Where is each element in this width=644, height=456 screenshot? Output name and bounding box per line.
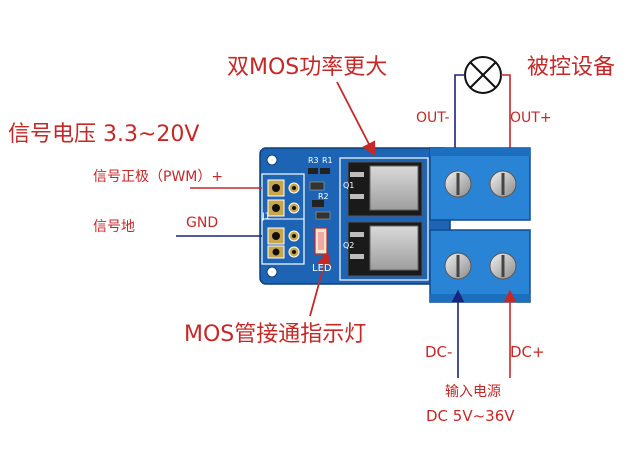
dc-plus-label: DC+	[510, 343, 545, 361]
mosfet-q2	[347, 221, 423, 277]
mosfet-q1	[347, 161, 423, 217]
dc-minus-label: DC-	[425, 343, 453, 361]
mount-hole-top	[266, 154, 278, 166]
out-plus-label: OUT+	[510, 110, 552, 126]
terminal-block-output	[429, 147, 531, 221]
controlled-device-label: 被控设备	[527, 55, 616, 80]
signal-voltage-label: 信号电压 3.3~20V	[8, 122, 200, 147]
lamp-icon	[464, 56, 502, 94]
gnd-label: GND	[186, 215, 219, 231]
silk-q1: Q1	[343, 181, 355, 190]
silk-led: LED	[312, 263, 332, 274]
silk-q2: Q2	[343, 241, 355, 250]
out-minus-label: OUT-	[416, 110, 450, 126]
silk-r3: R3	[308, 156, 319, 165]
lamp-wire-left	[454, 74, 465, 148]
terminal-block-input	[429, 229, 531, 303]
mos-led-label: MOS管接通指示灯	[184, 322, 367, 347]
smd-resistors	[308, 168, 331, 220]
silk-j1: J1	[262, 212, 271, 222]
mount-hole-bottom	[266, 266, 278, 278]
input-range-label: DC 5V~36V	[426, 407, 515, 425]
j1-header	[261, 173, 305, 265]
signal-positive-label: 信号正极（PWM）+	[93, 169, 224, 185]
mos-pointer	[336, 81, 376, 157]
title-dual-mos: 双MOS功率更大	[227, 55, 388, 80]
signal-ground-label: 信号地	[93, 219, 135, 235]
led-lens	[318, 232, 324, 250]
silk-r2: R2	[318, 192, 329, 201]
input-power-label: 输入电源	[445, 384, 501, 400]
lamp-wire-right	[501, 74, 511, 148]
led-pointer	[309, 251, 332, 317]
mos-frame	[339, 157, 429, 281]
silk-r1: R1	[322, 156, 333, 165]
